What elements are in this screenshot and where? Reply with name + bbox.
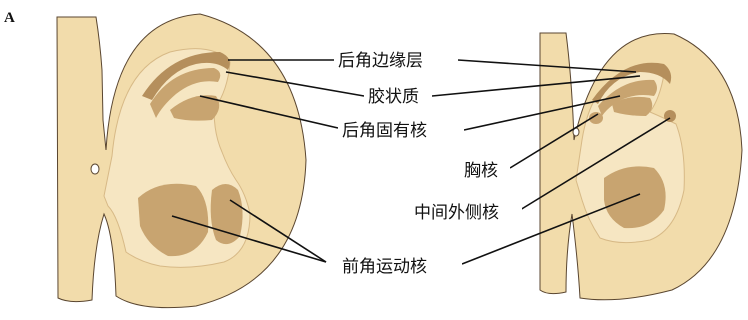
left-central-canal [90,163,100,175]
leader-lines [171,59,671,265]
left-cord-section [56,13,307,309]
label-thoracic-nucleus: 胸核 [464,161,498,181]
label-bg-marginal [334,46,458,72]
label-intermediolateral: 中间外侧核 [414,203,499,223]
left-gelatinosa [150,68,221,118]
right-cord-section [539,32,743,301]
label-bg-motor [338,252,462,278]
right-nucleus-proprius [612,96,653,116]
leader-motor-left-lateral [229,199,327,263]
leader-intermediolateral [519,117,671,211]
label-nucleus-proprius: 后角固有核 [342,121,427,141]
label-anterior-motor: 前角运动核 [342,257,427,277]
label-substantia-gelatinosa: 胶状质 [368,87,419,107]
leader-motor-left-medial [171,215,327,263]
right-marginal-layer [592,62,672,104]
leader-marginal-right [457,59,637,73]
left-nucleus-proprius [170,95,220,121]
label-bg-gelatinosa [364,82,432,108]
leader-proprius-right [463,95,621,131]
left-marginal-layer [142,52,230,100]
right-gelatinosa [598,79,657,116]
label-bg-proprius [338,116,464,142]
leader-proprius-left [199,95,339,129]
right-thoracic-nucleus [589,112,603,124]
leader-thoracic [509,113,599,169]
panel-label: A [4,10,15,26]
label-posterior-marginal: 后角边缘层 [338,51,423,71]
right-motor-nucleus [604,166,666,229]
label-bg-thoracic [460,156,510,182]
left-motor-nucleus-medial [138,183,209,257]
labels: 后角边缘层 胶状质 后角固有核 胸核 中间外侧核 前角运动核 [334,46,522,278]
leader-gelatinosa-right [431,75,641,97]
leader-gelatinosa-left [225,71,365,97]
label-bg-intermediolateral [410,198,522,224]
leader-motor-right [461,193,641,265]
